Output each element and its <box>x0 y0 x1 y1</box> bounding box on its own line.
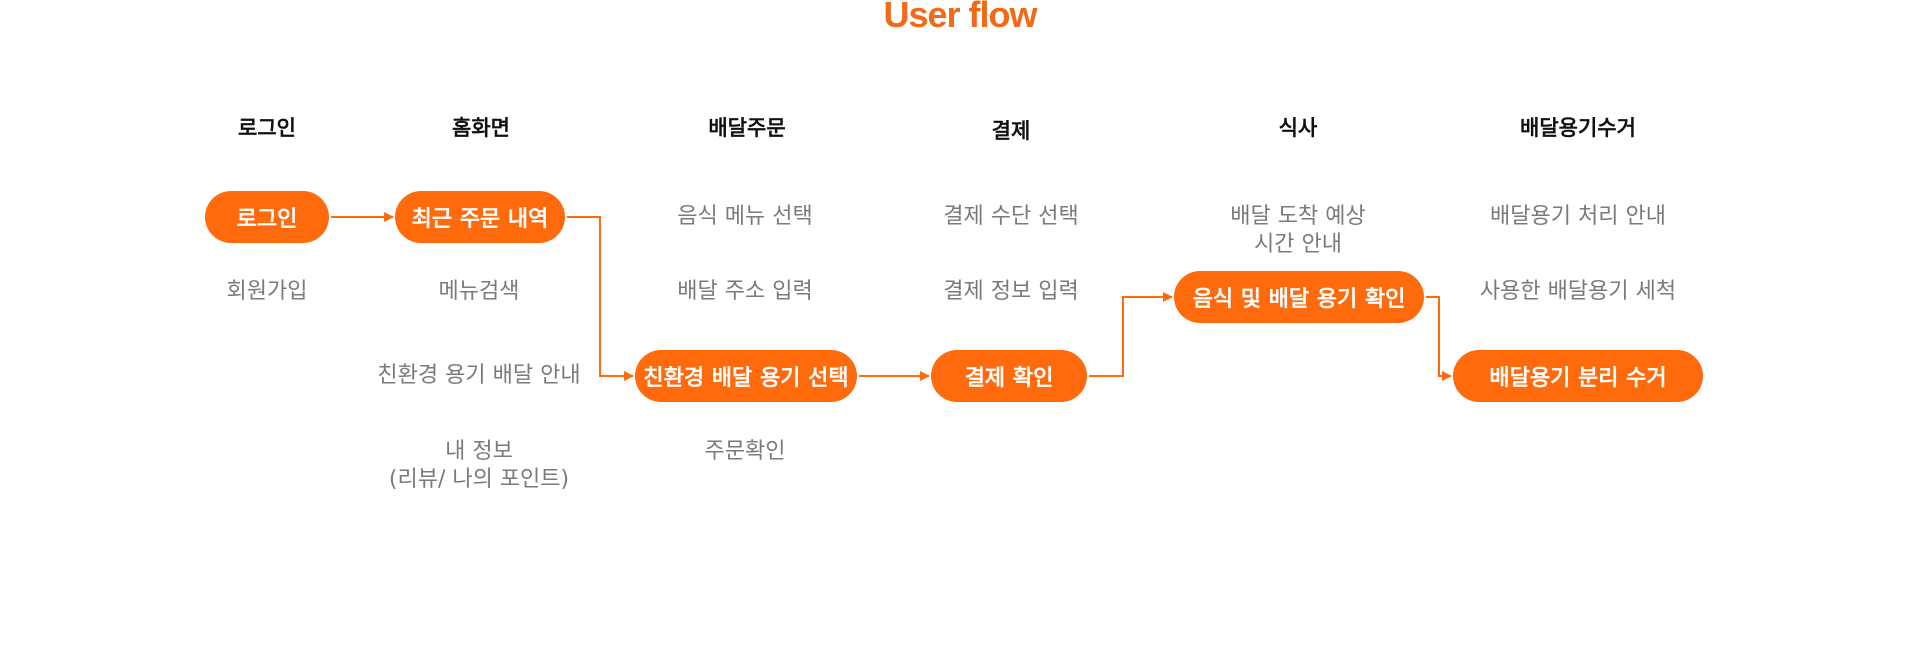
step-wash-container: 사용한 배달용기 세척 <box>1479 279 1677 304</box>
step-separate-collection-button[interactable]: 배달용기 분리 수거 <box>1453 350 1703 402</box>
flow-arrow-4 <box>1089 292 1173 377</box>
step-enter-address: 배달 주소 입력 <box>677 279 813 304</box>
step-order-confirm: 주문확인 <box>704 439 786 464</box>
column-header-meal: 식사 <box>1278 116 1318 140</box>
step-arrival-estimate: 배달 도착 예상 시간 안내 <box>1230 204 1366 257</box>
step-check-food-container-button[interactable]: 음식 및 배달 용기 확인 <box>1174 271 1424 323</box>
page-title: User flow <box>883 0 1037 35</box>
step-eco-container-guide: 친환경 용기 배달 안내 <box>377 363 581 388</box>
column-header-home: 홈화면 <box>452 116 510 140</box>
step-my-info: 내 정보 (리뷰/ 나의 포인트) <box>388 439 570 492</box>
step-signup: 회원가입 <box>226 279 308 304</box>
step-payment-confirm-button[interactable]: 결제 확인 <box>931 350 1087 402</box>
step-select-menu: 음식 메뉴 선택 <box>677 204 813 229</box>
step-container-disposal-guide: 배달용기 처리 안내 <box>1490 204 1666 229</box>
step-payment-info: 결제 정보 입력 <box>943 279 1079 304</box>
step-login-button[interactable]: 로그인 <box>205 191 329 243</box>
step-select-eco-container-button[interactable]: 친환경 배달 용기 선택 <box>635 350 857 402</box>
column-header-payment: 결제 <box>991 119 1031 143</box>
column-header-order: 배달주문 <box>708 116 786 140</box>
step-recent-orders-button[interactable]: 최근 주문 내역 <box>395 191 565 243</box>
flow-arrow-2 <box>567 216 634 381</box>
step-payment-method: 결제 수단 선택 <box>943 204 1079 229</box>
flow-arrow-5 <box>1426 296 1452 381</box>
column-header-container-pickup: 배달용기수거 <box>1520 116 1636 140</box>
step-menu-search: 메뉴검색 <box>438 279 520 304</box>
column-header-login: 로그인 <box>238 116 296 140</box>
